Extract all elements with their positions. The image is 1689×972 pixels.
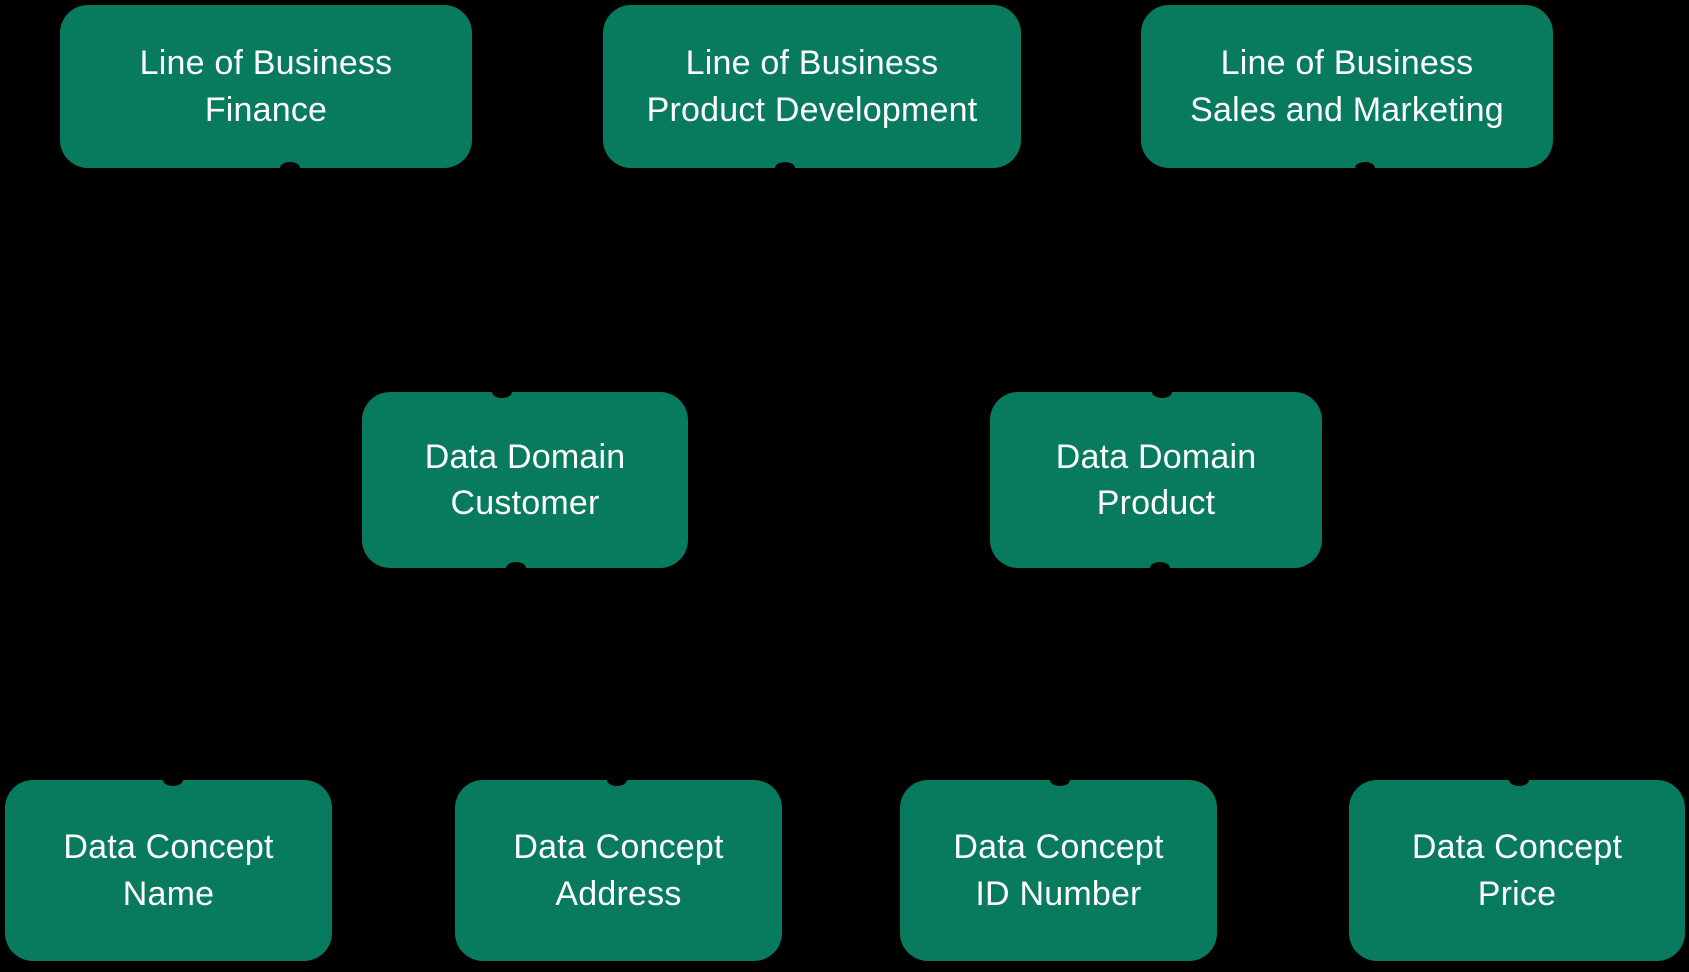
connector-notch xyxy=(492,392,512,398)
node-label-line2: Product Development xyxy=(646,90,978,129)
node-label: Data Domain Product xyxy=(1056,434,1257,526)
connector-notch xyxy=(506,562,526,568)
node-data-concept-name: Data Concept Name xyxy=(5,780,332,961)
node-label-line1: Data Concept xyxy=(513,828,724,867)
node-label-line1: Data Domain xyxy=(424,437,626,476)
node-label-line2: Customer xyxy=(450,484,600,522)
node-data-concept-price: Data Concept Price xyxy=(1349,780,1685,961)
node-label-line2: Product xyxy=(1096,484,1216,522)
node-label-line1: Data Concept xyxy=(953,828,1164,867)
node-label-line1: Data Concept xyxy=(63,828,274,867)
node-label-line1: Data Concept xyxy=(1411,828,1623,867)
node-label-line1: Data Domain xyxy=(1055,437,1257,476)
connector-notch xyxy=(163,780,183,786)
node-label-line2: Address xyxy=(555,874,682,913)
connector-notch xyxy=(280,162,300,168)
node-label: Line of Business Product Development xyxy=(647,40,978,132)
connector-notch xyxy=(1150,562,1170,568)
node-data-domain-product: Data Domain Product xyxy=(990,392,1322,568)
node-label: Data Concept Address xyxy=(513,824,723,916)
node-label-line2: Sales and Marketing xyxy=(1190,90,1504,129)
node-line-of-business-product-development: Line of Business Product Development xyxy=(603,5,1021,168)
node-label: Data Concept ID Number xyxy=(953,824,1163,916)
node-label-line1: Line of Business xyxy=(685,44,939,83)
node-label-line1: Line of Business xyxy=(139,44,393,83)
node-label-line2: Name xyxy=(122,874,215,913)
connector-notch xyxy=(1509,780,1529,786)
node-label-line2: Price xyxy=(1477,874,1557,913)
node-line-of-business-finance: Line of Business Finance xyxy=(60,5,472,168)
node-label-line2: ID Number xyxy=(975,874,1142,913)
node-label: Line of Business Sales and Marketing xyxy=(1190,40,1504,132)
node-data-domain-customer: Data Domain Customer xyxy=(362,392,688,568)
node-label: Data Domain Customer xyxy=(425,434,626,526)
connector-notch xyxy=(1050,780,1070,786)
connector-notch xyxy=(775,162,795,168)
node-label-line1: Line of Business xyxy=(1220,44,1474,83)
connector-notch xyxy=(1355,162,1375,168)
connector-notch xyxy=(1152,392,1172,398)
node-label: Data Concept Price xyxy=(1412,824,1622,916)
node-line-of-business-sales-and-marketing: Line of Business Sales and Marketing xyxy=(1141,5,1553,168)
connector-notch xyxy=(607,780,627,786)
node-label: Data Concept Name xyxy=(63,824,273,916)
node-data-concept-address: Data Concept Address xyxy=(455,780,782,961)
node-data-concept-id-number: Data Concept ID Number xyxy=(900,780,1217,961)
node-label-line2: Finance xyxy=(204,90,328,129)
node-label: Line of Business Finance xyxy=(140,40,393,132)
